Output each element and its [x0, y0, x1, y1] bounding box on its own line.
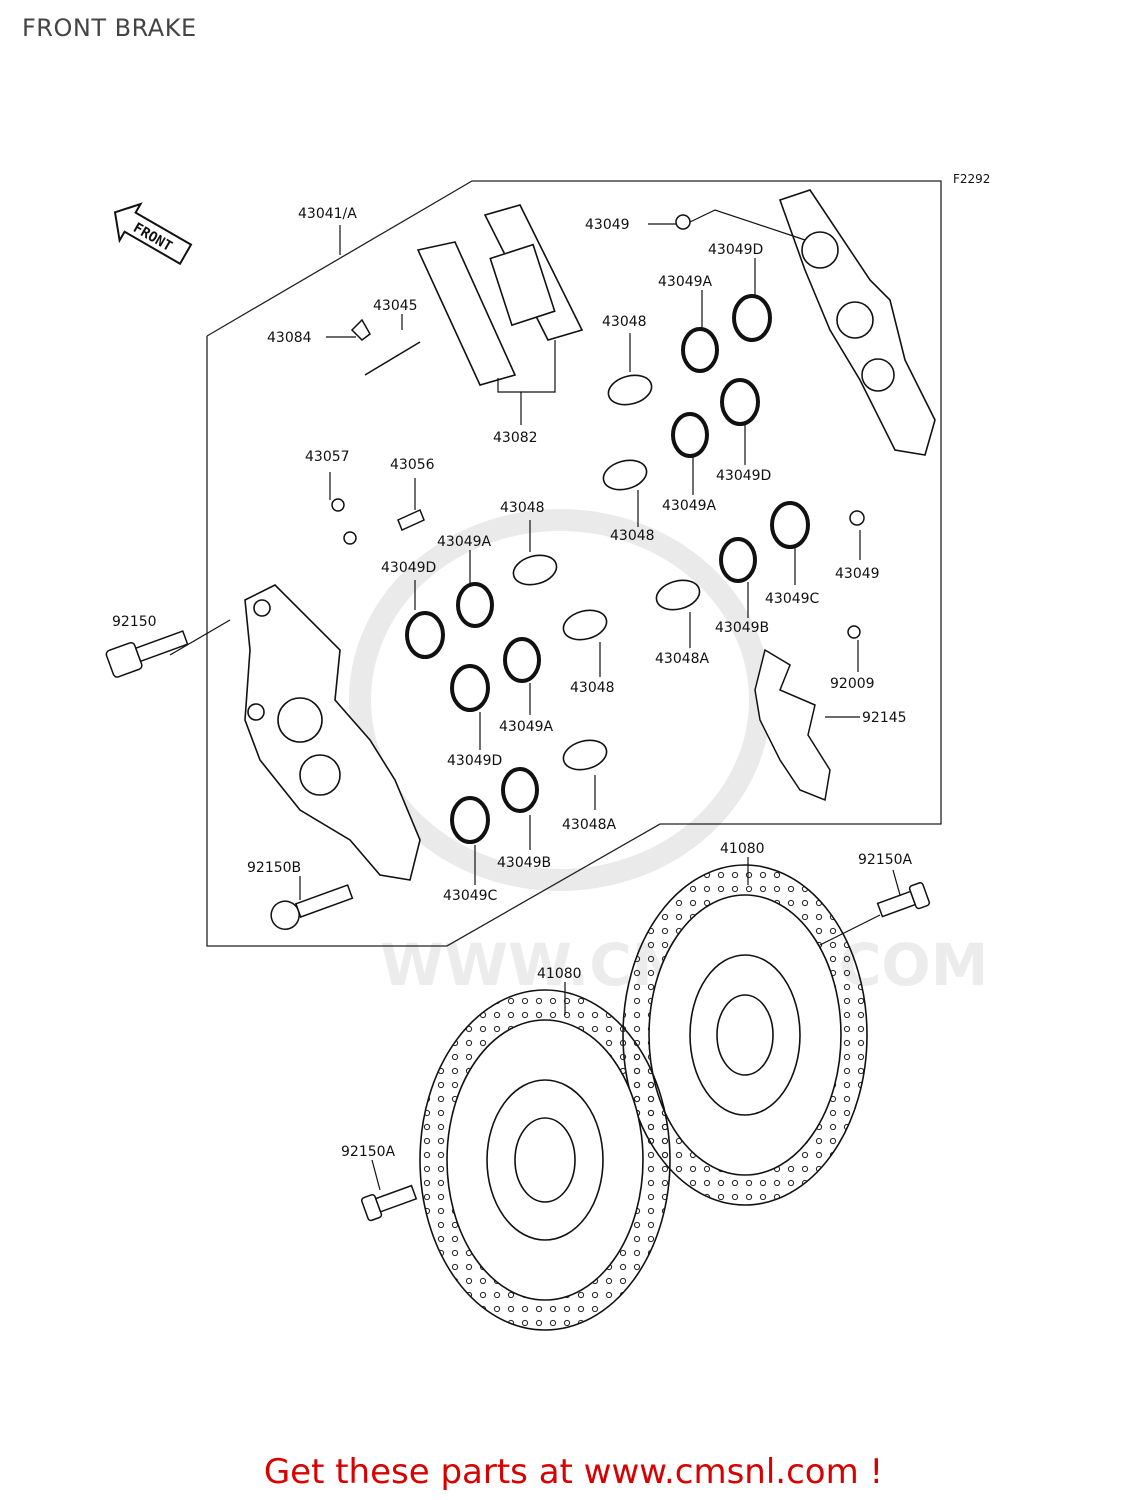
label-43049D-mid: 43049D: [716, 468, 771, 484]
label-43049A-low: 43049A: [499, 719, 554, 735]
label-43084: 43084: [267, 330, 312, 346]
label-41080-left: 41080: [537, 966, 582, 982]
label-92150A-left: 92150A: [341, 1144, 396, 1160]
figure-code: F2292: [953, 172, 991, 186]
page-title: FRONT BRAKE: [22, 14, 197, 42]
caliper-half-right: [778, 189, 936, 456]
label-43048-low: 43048: [570, 680, 615, 696]
label-43049D-left: 43049D: [381, 560, 436, 576]
label-43056: 43056: [390, 457, 435, 473]
small-nuts: [675, 214, 865, 639]
brake-pads: [416, 204, 584, 386]
label-43048-left: 43048: [500, 500, 545, 516]
brake-disc-right: [622, 864, 868, 1206]
piston-seals: [405, 294, 810, 844]
label-43048-mid: 43048: [610, 528, 655, 544]
pad-pin: [350, 318, 421, 376]
label-92150A-right: 92150A: [858, 852, 913, 868]
pad-spring: [754, 648, 831, 802]
caliper-half-left: [244, 584, 421, 881]
label-43049B-low: 43049B: [497, 855, 551, 871]
label-43041A: 43041/A: [298, 206, 357, 222]
label-43049-top: 43049: [585, 217, 630, 233]
label-41080-right: 41080: [720, 841, 765, 857]
label-43048-top: 43048: [602, 314, 647, 330]
label-92009: 92009: [830, 676, 875, 692]
get-parts-link[interactable]: Get these parts at www.cmsnl.com !: [263, 1452, 884, 1492]
label-43049D-top: 43049D: [708, 242, 763, 258]
label-43049C-right: 43049C: [765, 591, 820, 607]
label-43049-right: 43049: [835, 566, 880, 582]
label-43045: 43045: [373, 298, 418, 314]
brake-disc-left: [419, 989, 671, 1331]
label-43049B-right: 43049B: [715, 620, 769, 636]
pistons: [512, 374, 701, 771]
label-92150B: 92150B: [247, 860, 301, 876]
label-43082: 43082: [493, 430, 538, 446]
label-92150: 92150: [112, 614, 157, 630]
label-43049A-mid: 43049A: [662, 498, 717, 514]
assembly-frame: [206, 180, 942, 947]
front-direction-sign: FRONT: [113, 202, 193, 266]
bleed-valve: [331, 498, 425, 545]
label-43057: 43057: [305, 449, 350, 465]
label-92145: 92145: [862, 710, 907, 726]
part-labels: 43041/A 43045 43084 43082 43049 43049D 4…: [112, 206, 913, 1160]
label-43049A-left: 43049A: [437, 534, 492, 550]
label-43049D-low: 43049D: [447, 753, 502, 769]
label-43049C-low: 43049C: [443, 888, 498, 904]
label-43048A-low: 43048A: [562, 817, 617, 833]
bolts: [105, 630, 931, 1222]
label-43049A-top: 43049A: [658, 274, 713, 290]
leader-lines: [169, 209, 901, 1191]
label-43048A-right: 43048A: [655, 651, 710, 667]
